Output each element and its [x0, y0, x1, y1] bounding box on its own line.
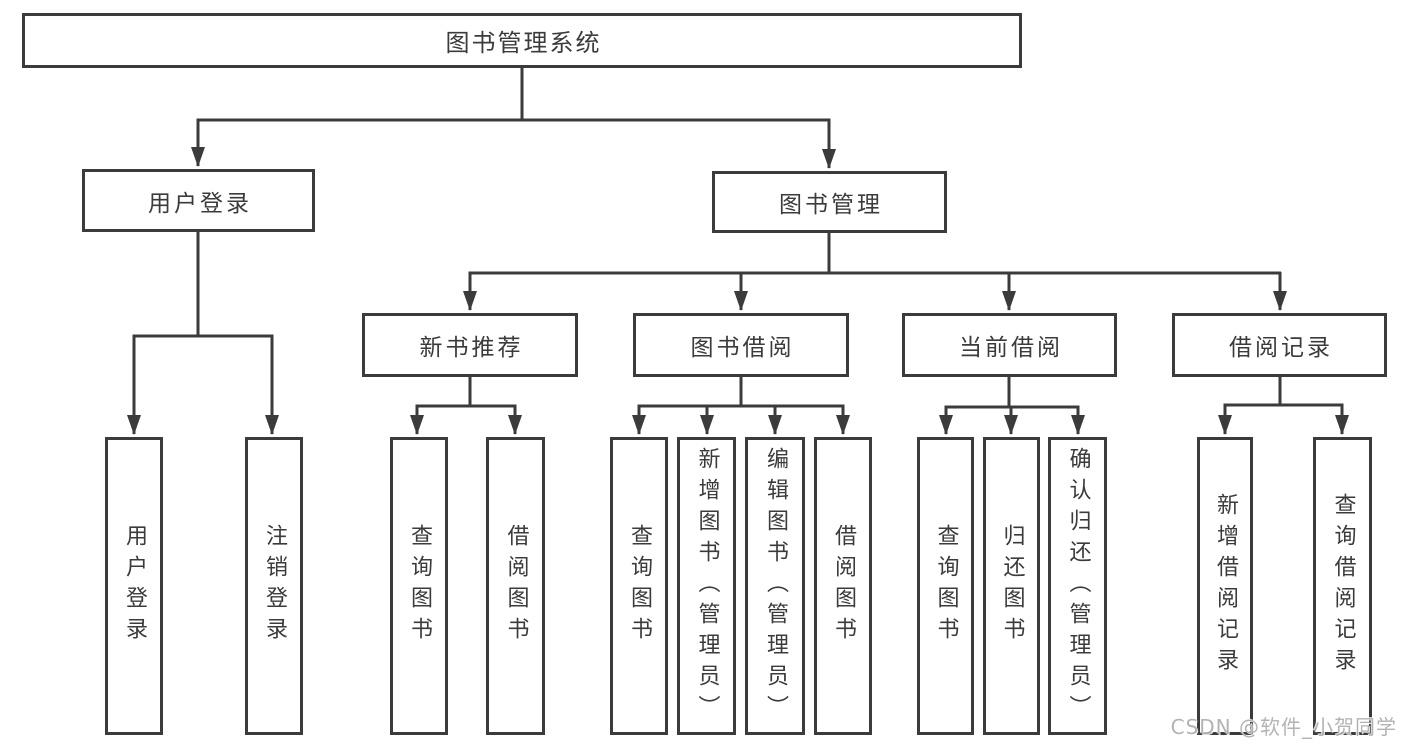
leaf-rec-query-book: 查询图书 — [390, 437, 448, 735]
leaf-edit-book-admin: 编辑图书（管理员） — [745, 437, 805, 735]
node-user-login: 用户登录 — [82, 169, 315, 232]
leaf-query-borrow-record: 查询借阅记录 — [1313, 437, 1372, 735]
node-current-borrow: 当前借阅 — [902, 313, 1117, 377]
node-root: 图书管理系统 — [22, 13, 1022, 68]
leaf-confirm-return-admin: 确认归还（管理员） — [1048, 437, 1107, 735]
leaf-current-query-book: 查询图书 — [917, 437, 974, 735]
leaf-borrow-query-book: 查询图书 — [610, 437, 668, 735]
node-new-book-recommend: 新书推荐 — [362, 313, 578, 377]
node-book-management: 图书管理 — [712, 171, 947, 233]
leaf-add-borrow-record: 新增借阅记录 — [1197, 437, 1253, 735]
watermark: CSDN @软件_小贺同学 — [1170, 715, 1397, 739]
leaf-rec-borrow-book: 借阅图书 — [486, 437, 545, 735]
leaf-return-book: 归还图书 — [983, 437, 1040, 735]
node-book-borrow: 图书借阅 — [633, 313, 849, 377]
leaf-add-book-admin: 新增图书（管理员） — [677, 437, 736, 735]
leaf-borrow-book: 借阅图书 — [814, 437, 872, 735]
leaf-logout: 注销登录 — [245, 437, 303, 735]
leaf-user-login: 用户登录 — [105, 437, 163, 735]
node-borrow-records: 借阅记录 — [1172, 313, 1387, 377]
